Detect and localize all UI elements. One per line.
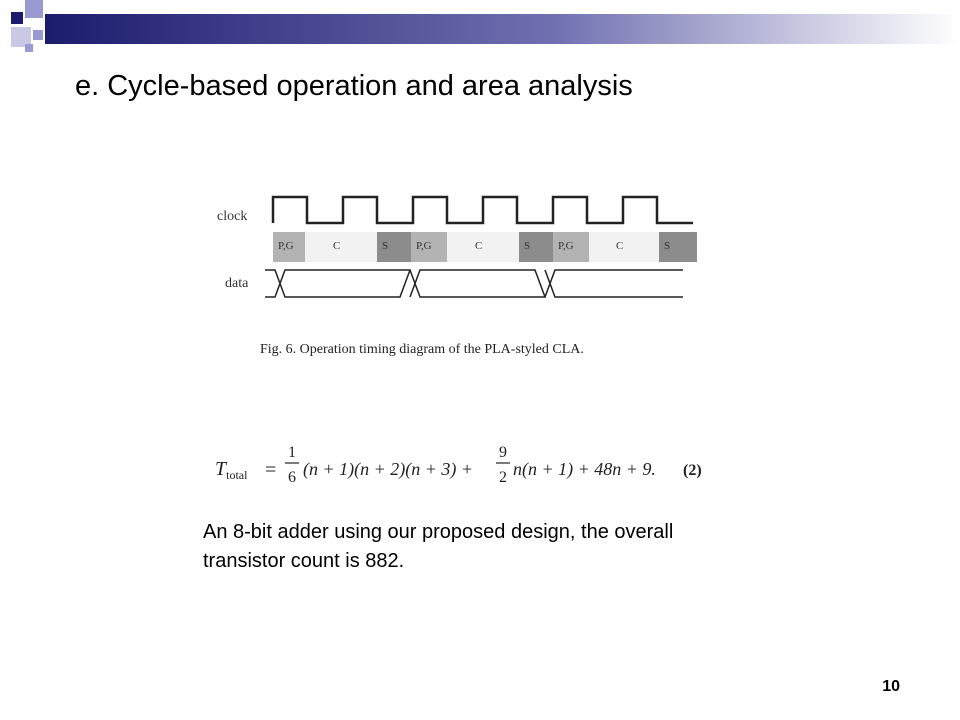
phase-block [659,232,697,262]
eq-frac1-num: 1 [288,444,296,461]
phase-label: C [616,240,623,252]
phase-label: C [475,240,482,252]
phase-label: P,G [278,240,294,252]
data-waveform [265,269,683,298]
phase-block [305,232,377,262]
eq-lhs-sub: total [226,468,248,482]
timing-diagram: clock P,G C S P,G C S P,G C S data Fig. 6. Opera… [217,195,697,357]
deco-square-light [11,27,31,47]
eq-frac2-num: 9 [499,444,507,461]
clock-waveform [271,195,693,225]
eq-term2: n(n + 1) + 48n + 9. [513,459,656,480]
phase-block [273,232,305,262]
deco-square-navy [11,12,23,24]
phase-label: P,G [558,240,574,252]
eq-equals: = [265,459,276,481]
eq-lhs: T [215,458,228,480]
clock-label: clock [217,209,247,224]
phase-label: P,G [416,240,432,252]
phase-block [519,232,553,262]
phase-block [589,232,659,262]
phase-block [377,232,411,262]
phase-row: P,G C S P,G C S P,G C S [273,232,697,262]
deco-square-tiny [25,44,33,52]
data-label: data [225,276,249,291]
header-decoration [11,0,960,52]
body-line-2: transistor count is 882. [203,550,405,572]
phase-block [447,232,519,262]
phase-label: S [524,240,530,252]
eq-number: (2) [683,462,702,479]
equation-2: Ttotal = 1 6 (n + 1)(n + 2)(n + 3) + 9 2… [215,444,702,486]
body-line-1: An 8-bit adder using our proposed design… [203,521,674,543]
eq-frac2-den: 2 [499,469,507,486]
phase-label: S [664,240,670,252]
phase-block [411,232,447,262]
figure-caption: Fig. 6. Operation timing diagram of the … [260,342,584,357]
header-gradient-bar [45,14,960,44]
deco-square-lavender-small [33,30,43,40]
page-number: 10 [882,678,900,695]
slide-title: e. Cycle-based operation and area analys… [75,70,633,102]
phase-label: S [382,240,388,252]
phase-label: C [333,240,340,252]
eq-term1: (n + 1)(n + 2)(n + 3) + [303,459,473,480]
deco-square-lavender [25,0,43,18]
eq-frac1-den: 6 [288,469,296,486]
svg-text:Ttotal: Ttotal [215,458,248,482]
phase-block [553,232,589,262]
transistor-count-text: An 8-bit adder using our proposed design… [203,518,803,576]
